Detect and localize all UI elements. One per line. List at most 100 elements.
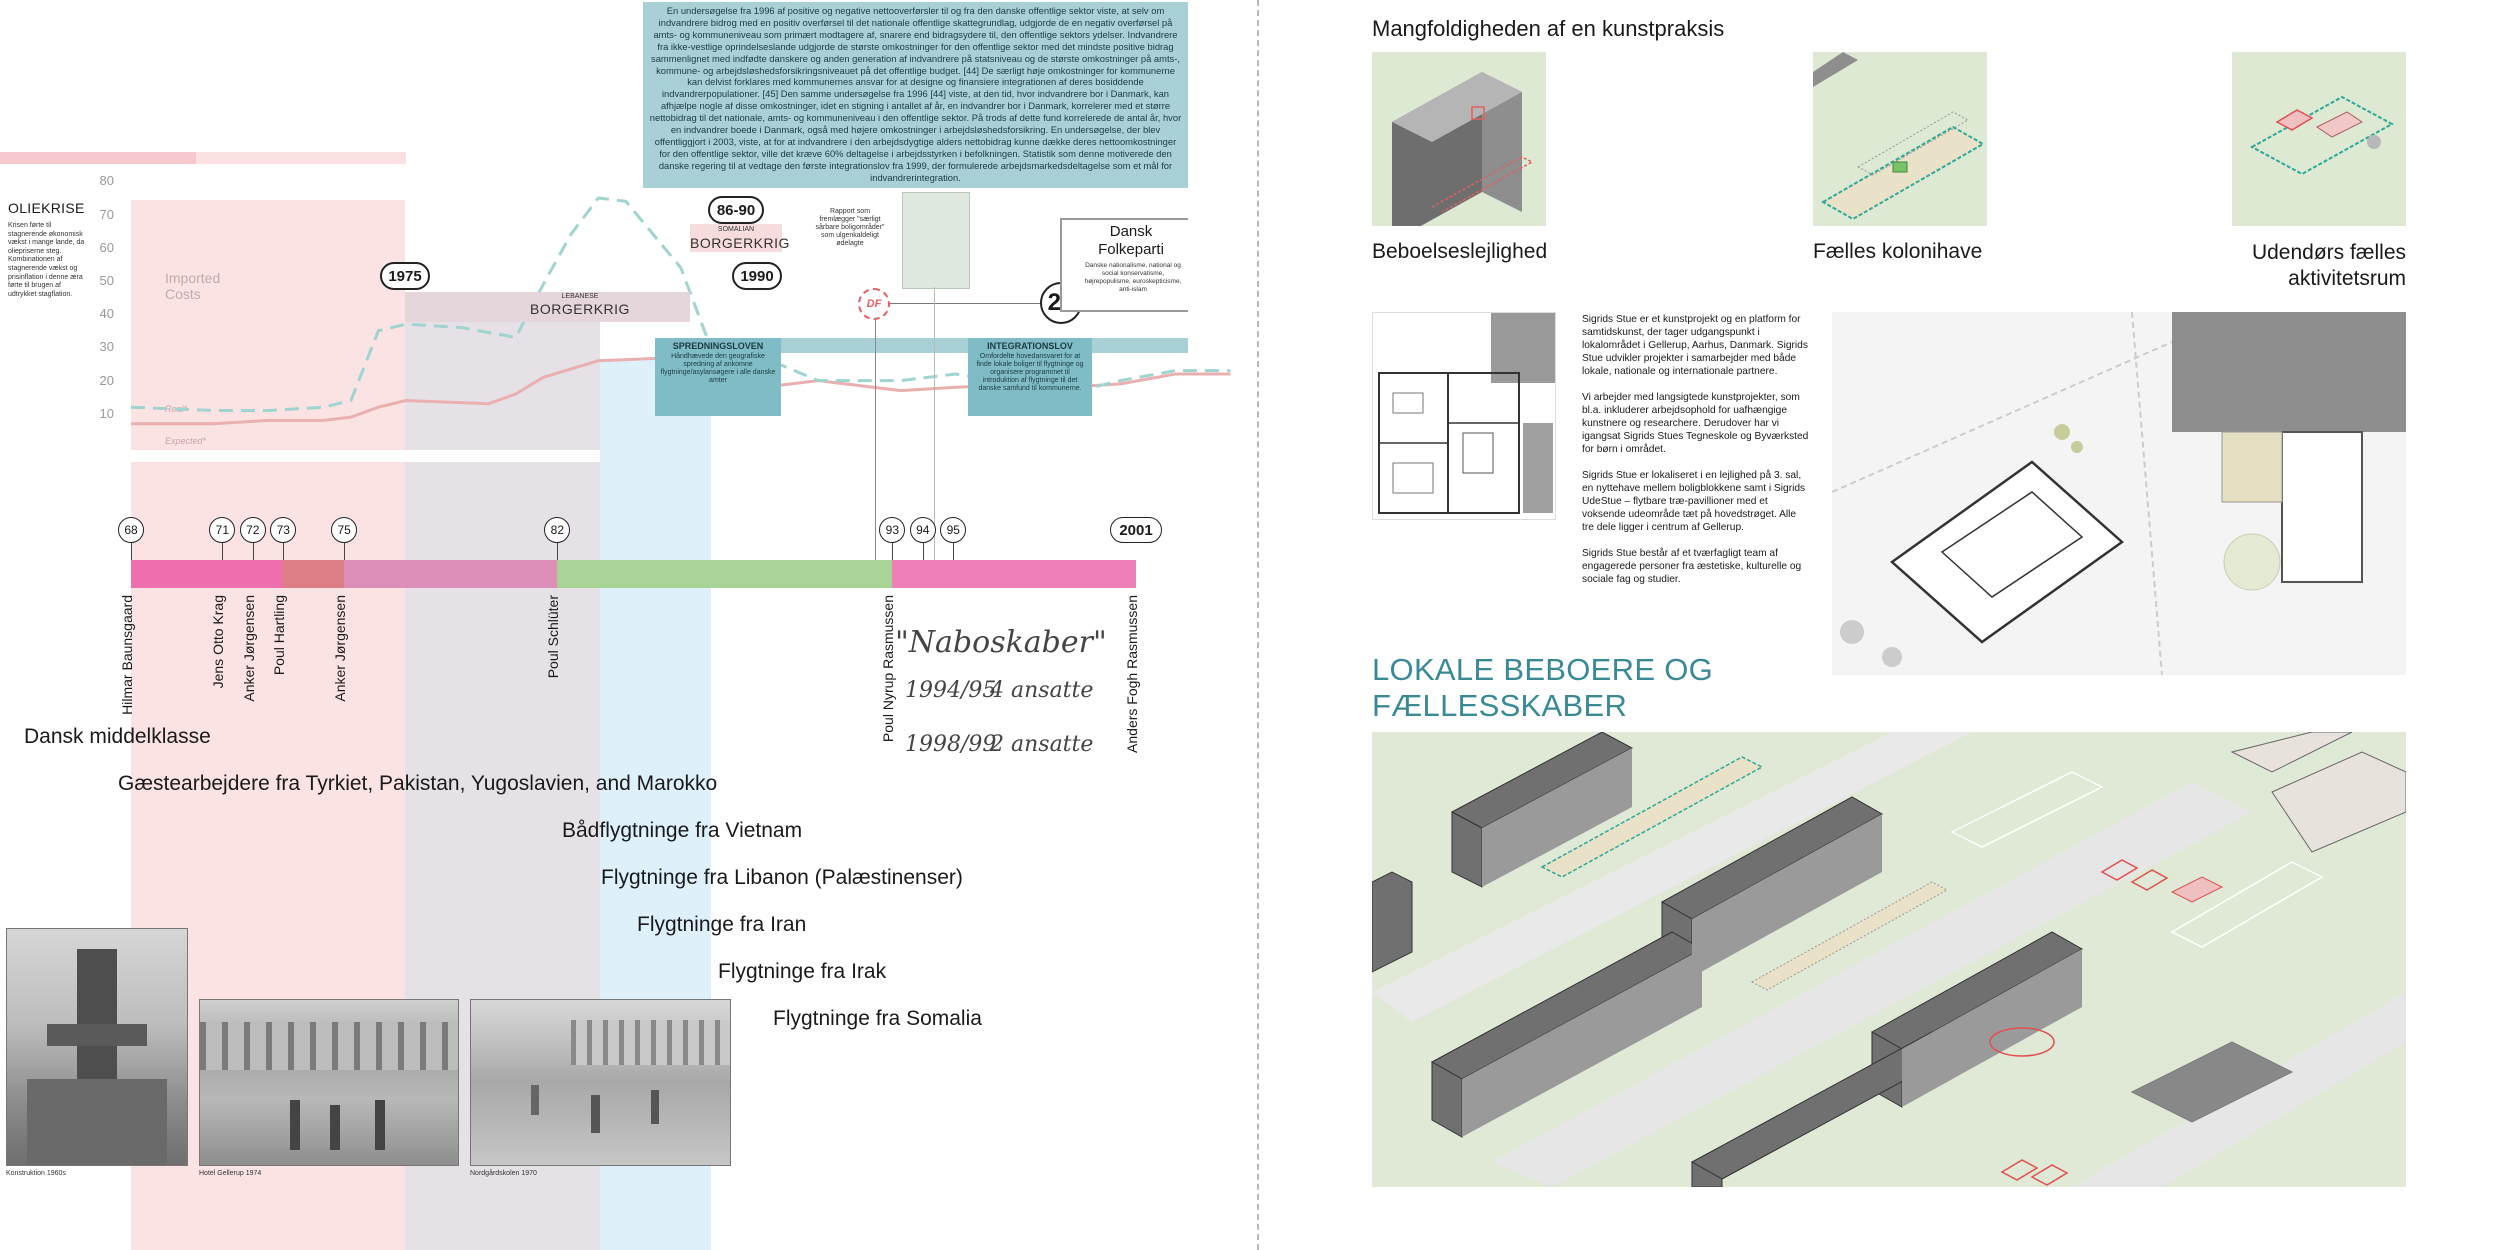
lebanese-band [405, 292, 690, 322]
timeline-year: 2001 [1110, 517, 1162, 543]
timeline-segment [557, 560, 893, 588]
group-label-3: Flygtninge fra Libanon (Palæstinenser) [601, 866, 963, 889]
iso-apartment-drawing [1392, 72, 1534, 226]
handwritten-value-1: 4 ansatte [990, 678, 1094, 703]
iso-apartment [1372, 52, 1546, 226]
y-tick-label: 70 [99, 206, 114, 222]
handwritten-value-2: 2 ansatte [990, 732, 1094, 757]
rapport-document [902, 192, 970, 289]
photo-school [470, 999, 731, 1166]
prime-minister-label: Jens Otto Krag [210, 595, 227, 689]
timeline-year: 95 [940, 517, 967, 543]
event-year-1990: 1990 [732, 262, 782, 290]
somalian-small-label: SOMALIAN [717, 226, 755, 233]
prime-minister-label: Anders Fogh Rasmussen [1124, 595, 1140, 753]
timeline-tick [892, 543, 894, 560]
rapport-text: Rapport som fremlægger "særligt sårbare … [815, 208, 885, 247]
site-plan [1831, 311, 2406, 676]
timeline-tick [557, 543, 559, 560]
oil-crisis-text: Krisen førte til stagnerende økonomisk v… [8, 222, 85, 298]
y-tick-label: 50 [99, 273, 114, 288]
info-text-box: En undersøgelse fra 1996 af positive og … [643, 2, 1188, 188]
y-tick-label: 20 [99, 372, 114, 388]
timeline-bar [131, 560, 1136, 588]
group-label-2: Bådflygtninge fra Vietnam [562, 819, 803, 842]
y-tick-label: 30 [99, 339, 114, 355]
paragraph-1: Vi arbejder med langsigtede kunstprojekt… [1582, 392, 1809, 455]
floor-plan [1372, 312, 1556, 520]
group-label-0: Dansk middelklasse [24, 725, 211, 748]
timeline-tick [131, 543, 132, 560]
prime-minister-label: Poul Hartling [271, 595, 288, 676]
line-95 [875, 320, 876, 560]
iso-outdoor-drawing [2249, 95, 2395, 176]
photo-caption-2: Nordgårdskolen 1970 [470, 1170, 537, 1177]
timeline-tick [344, 543, 346, 560]
timeline-segment [283, 560, 345, 588]
timeline-year: 68 [118, 517, 144, 543]
y-tick-label: 60 [99, 239, 114, 255]
photo-construction [6, 928, 188, 1166]
timeline-year: 71 [209, 517, 236, 543]
right-heading: Mangfoldigheden af en kunstpraksis [1372, 16, 1725, 41]
timeline-year: 75 [331, 517, 358, 543]
iso-neighbourhood-drawing [1372, 732, 2406, 1187]
group-label-6: Flygtninge fra Somalia [773, 1007, 982, 1030]
integrationslov-title: INTEGRATIONSLOV [987, 341, 1073, 351]
top-bar-dark [0, 152, 196, 164]
group-label-5: Flygtninge fra Irak [718, 960, 887, 983]
timeline-year: 93 [879, 517, 906, 543]
connector-line [890, 303, 1040, 304]
label-apartment: Beboelseslejlighed [1372, 240, 1548, 263]
df-logo: DF [858, 288, 890, 320]
iso-outdoor [2232, 52, 2406, 226]
prime-minister-label: Hilmar Baunsgaard [119, 595, 135, 715]
section-title-line-1: LOKALE BEBOERE OG [1372, 652, 1714, 687]
event-year-1975: 1975 [380, 262, 430, 290]
label-outdoor: Udendørs fælles aktivitetsrum [2251, 241, 2406, 290]
somalian-big-label: BORGERKRIG [690, 235, 790, 251]
timeline-year: 82 [544, 517, 571, 543]
handwritten-title: "Naboskaber" [895, 625, 1107, 660]
paragraph-0: Sigrids Stue er et kunstprojekt og en pl… [1582, 314, 1808, 377]
spredningsloven-box: SPREDNINGSLOVEN Håndhævede den geografis… [655, 338, 781, 416]
y-tick-label: 80 [99, 173, 114, 189]
integrationslov-text: Omfordelte hovedansvaret for at finde lo… [976, 353, 1084, 392]
paragraph-2: Sigrids Stue er lokaliseret i en lejligh… [1582, 470, 1806, 533]
group-label-1: Gæstearbejdere fra Tyrkiet, Pakistan, Yu… [118, 772, 718, 795]
imported-costs-label: Imported Costs [165, 270, 221, 302]
event-years-86-90: 86-90 [708, 196, 764, 224]
timeline-tick [922, 543, 924, 560]
timeline-year: 72 [239, 517, 266, 543]
prime-minister-label: Anker Jørgensen [332, 595, 349, 702]
group-label-4: Flygtninge fra Iran [637, 913, 807, 936]
label-garden: Fælles kolonihave [1813, 240, 1983, 263]
handwritten-year-2: 1998/99 [905, 732, 997, 757]
party-box: Dansk Folkeparti Danske nationalisme, na… [1060, 218, 1188, 312]
spredningsloven-title: SPREDNINGSLOVEN [672, 341, 764, 351]
prime-minister-label: Anker Jørgensen [240, 595, 257, 702]
section-title-line-2: FÆLLESSKABER [1372, 688, 1628, 723]
timeline-year: 94 [909, 517, 936, 543]
y-tick-label: 10 [99, 405, 114, 421]
series-label-expected: Expected* [165, 436, 207, 446]
photo-caption-0: Konstruktion 1960s [6, 1170, 66, 1177]
panel-divider [1257, 0, 1259, 1250]
timeline-year: 73 [270, 517, 297, 543]
timeline-segment [892, 560, 1136, 588]
y-tick-label: 40 [99, 306, 114, 322]
df-logo-text: DF [866, 298, 882, 310]
somalian-band [690, 224, 782, 252]
line-doc [934, 287, 935, 560]
party-desc: Danske nationalisme, national og social … [1084, 262, 1182, 293]
band-pink-gap [131, 450, 405, 462]
integrationslov-box: INTEGRATIONSLOV Omfordelte hovedansvaret… [968, 338, 1092, 416]
lebanese-big-label: BORGERKRIG [530, 301, 630, 317]
iso-garden [1813, 52, 1987, 226]
timeline-segment [344, 560, 558, 588]
iso-neighbourhood-map [1372, 732, 2406, 1187]
prime-minister-label: Poul Schlüter [545, 595, 562, 679]
iso-garden-drawing [1813, 52, 1986, 221]
top-bar-light [196, 152, 406, 164]
photo-caption-1: Hotel Gellerup 1974 [199, 1170, 262, 1177]
